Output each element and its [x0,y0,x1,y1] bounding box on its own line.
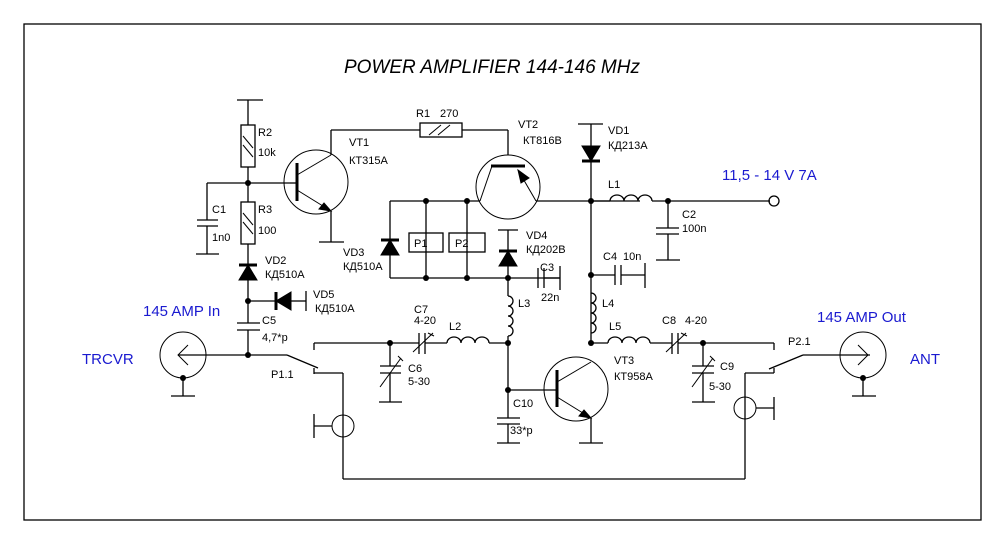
ant-label: ANT [910,351,940,368]
vd2-type: КД510А [265,269,305,281]
ant-connector [839,331,887,397]
power-terminal [768,195,780,207]
vd1-diode [578,123,603,343]
c6-ref: C6 [408,363,422,375]
vt1-type: КТ315А [349,155,388,167]
vd3-diode [380,238,400,256]
l4-ref: L4 [602,298,614,310]
l2-inductor [446,336,508,344]
frame-border [23,23,982,521]
vt2-ref: VT2 [518,119,538,131]
vt3-ref: VT3 [614,355,634,367]
vt1-transistor [283,130,349,243]
c1-ref: C1 [212,204,226,216]
c10-capacitor [497,417,520,444]
c8-value: 4-20 [685,315,707,327]
c7-ref: C7 [414,304,428,316]
l5-ref: L5 [609,321,621,333]
c8-trimmer-capacitor [665,332,774,354]
l3-inductor [507,278,514,343]
l4-inductor [590,292,597,334]
vd3-ref: VD3 [343,247,364,259]
l2-ref: L2 [449,321,461,333]
power-supply-label: 11,5 - 14 V 7A [722,167,817,184]
vt2-transistor [475,154,541,220]
p1-relay-coil [408,198,444,281]
c8-ref: C8 [662,315,676,327]
c4-value: 10n [623,251,641,263]
trcvr-connector [159,331,207,397]
vd4-ref: VD4 [526,230,547,242]
c3-ref: C3 [540,262,554,274]
l1-ref: L1 [608,179,620,191]
r3-value: 100 [258,225,276,237]
amp-in-label: 145 AMP In [143,303,220,320]
vt3-transistor [543,340,609,444]
r1-ref: R1 [416,108,430,120]
c3-value: 22n [541,292,559,304]
vd5-type: КД510А [315,303,355,315]
p1-1-switch-contact [286,342,394,479]
c1-capacitor [196,183,219,255]
c7-value: 4-20 [414,315,436,327]
c4-ref: C4 [603,251,617,263]
c9-trimmer-capacitor [691,343,716,403]
p2-relay-label: P2 [455,238,468,250]
r2-ref: R2 [258,127,272,139]
vd2-ref: VD2 [265,255,286,267]
c6-value: 5-30 [408,376,430,388]
junction-dot [245,352,251,358]
r3-ref: R3 [258,204,272,216]
c9-value: 5-30 [709,381,731,393]
c3-capacitor [537,266,561,290]
vd2-diode [238,263,258,301]
c1-value: 1n0 [212,232,230,244]
vt3-type: КТ958А [614,371,653,383]
c6-trimmer-capacitor [379,343,404,403]
vd5-diode [248,291,307,311]
c10-value: 33*p [510,425,533,437]
amp-out-label: 145 AMP Out [817,309,907,326]
l5-inductor [591,336,672,344]
c5-capacitor [237,301,260,354]
c2-value: 100n [682,223,706,235]
trcvr-label: TRCVR [82,351,134,368]
vd1-ref: VD1 [608,125,629,137]
diagram-title: POWER AMPLIFIER 144-146 MHz [344,57,640,78]
r1-resistor [331,122,509,155]
vd4-diode [498,229,518,281]
c10-ref: C10 [513,398,533,410]
r1-value: 270 [440,108,458,120]
r2-resistor [237,99,263,183]
c9-ref: C9 [720,361,734,373]
l3-ref: L3 [518,298,530,310]
c2-capacitor [656,201,680,261]
p2-1-label: P2.1 [788,336,811,348]
c4-capacitor [588,263,646,288]
vt1-ref: VT1 [349,137,369,149]
p1-relay-label: P1 [414,238,427,250]
vd1-type: КД213А [608,140,648,152]
vd5-ref: VD5 [313,289,334,301]
c2-ref: C2 [682,209,696,221]
p2-1-switch-contact [733,343,870,479]
l1-inductor [591,194,770,204]
c5-value: 4,7*p [262,332,288,344]
vt2-type: КТ816В [523,135,562,147]
vd4-type: КД202В [526,244,566,256]
r3-resistor [240,183,256,264]
c7-trimmer-capacitor [394,332,447,354]
p2-relay-coil [448,198,486,281]
vd3-type: КД510А [343,261,383,273]
c5-ref: C5 [262,315,276,327]
p1-1-label: P1.1 [271,369,294,381]
r2-value: 10k [258,147,276,159]
